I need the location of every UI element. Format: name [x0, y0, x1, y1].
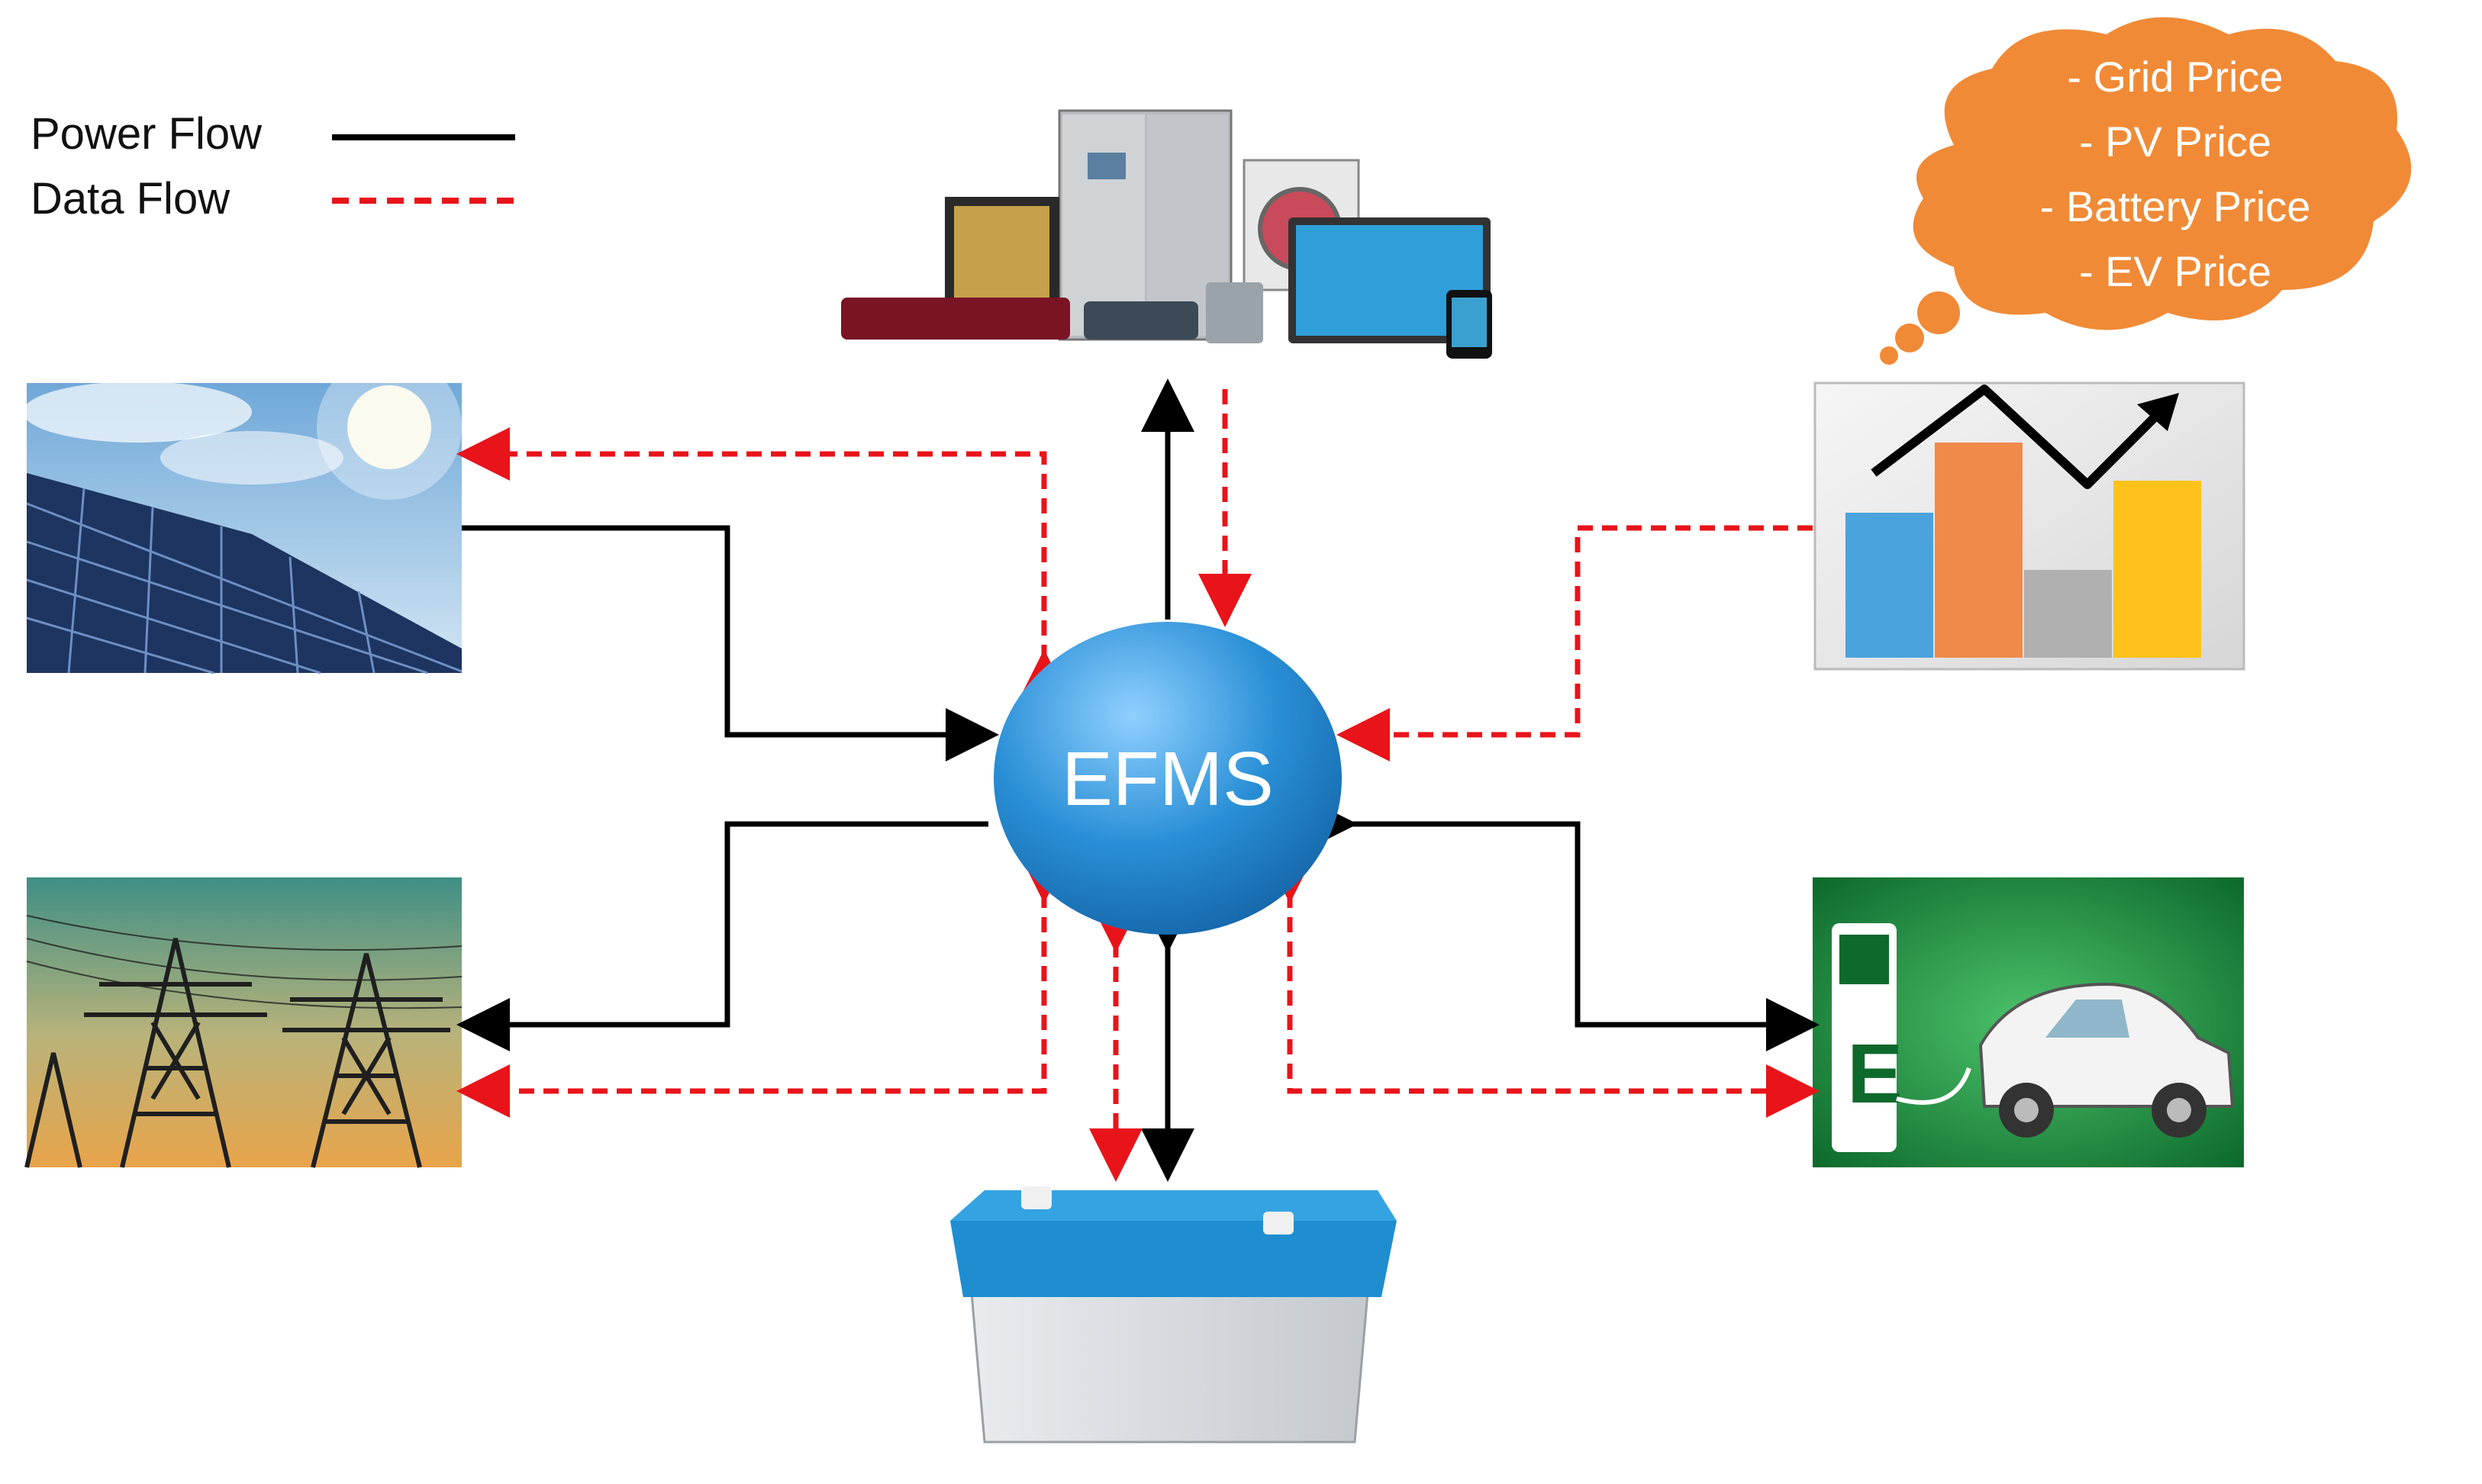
solar-panel-image [23, 355, 463, 674]
cloud-line-ev: - EV Price [2079, 247, 2271, 295]
appliances-image [841, 109, 1492, 359]
efms-label: EFMS [1062, 736, 1274, 822]
price-cloud: - Grid Price - PV Price - Battery Price … [1880, 17, 2412, 365]
power-flow-solar-to-efms [462, 525, 999, 761]
price-chart-image [1813, 381, 2245, 671]
power-grid-image [24, 877, 463, 1168]
data-flow-efms-grid [456, 850, 1071, 1118]
legend: Power Flow Data Flow [31, 109, 515, 224]
cloud-line-grid: - Grid Price [2067, 53, 2283, 101]
ev-charging-image: E [1813, 877, 2244, 1167]
cloud-line-battery: - Battery Price [2040, 182, 2311, 230]
ev-station-letter: E [1847, 1027, 1903, 1121]
data-flow-efms-ev [1263, 850, 1820, 1118]
cloud-line-pv: - PV Price [2079, 117, 2271, 166]
data-flow-price-to-efms [1336, 525, 1813, 761]
data-flow-connectors [456, 389, 1820, 1182]
legend-data-label: Data Flow [31, 174, 230, 224]
legend-power-label: Power Flow [31, 109, 263, 159]
battery-image [950, 1186, 1397, 1444]
power-flow-efms-to-grid [456, 821, 988, 1051]
efms-hub: EFMS [994, 622, 1342, 935]
power-flow-efms-ev [1304, 797, 1820, 1051]
data-flow-efms-solar [456, 427, 1071, 703]
